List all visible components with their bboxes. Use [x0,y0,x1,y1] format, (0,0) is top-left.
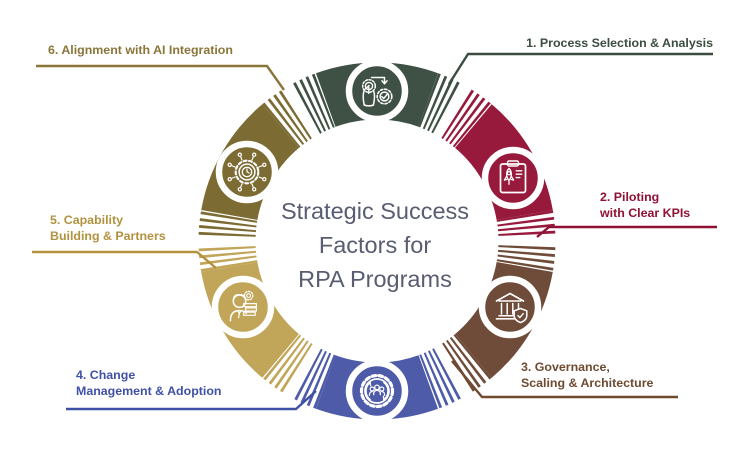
clipboard-rocket-icon [499,160,527,194]
factor-label-2: 2. Piloting with Clear KPIs [600,190,690,221]
title-line: RPA Programs [298,266,452,292]
segment-hatch-tip [440,333,492,393]
diagram-title: Strategic Success Factors for RPA Progra… [215,194,535,296]
person-skills-gear-icon [229,290,258,322]
segment-hatch-tip [262,89,314,149]
segment-hatch-tip [496,244,556,272]
segment-hatch-tip [262,333,314,393]
title-line: Factors for [318,232,432,258]
label-connector-line-1 [447,52,713,85]
factor-label-text: 2. Piloting [600,190,660,204]
segment-hatch-tip [417,73,461,134]
segment-hatch-tip [440,89,492,149]
factor-label-5: 5. Capability Building & Partners [50,213,166,244]
segment-hatch-tip [198,244,258,272]
bank-shield-check-icon [495,292,528,324]
ai-network-gear-clock-icon [227,152,267,192]
label-connector-line-4 [66,390,317,411]
factor-label-6: 6. Alignment with AI Integration [48,43,233,59]
segment-hatch-tip [496,210,556,238]
factor-label-text: 6. Alignment with AI Integration [48,43,233,57]
segment-hatch-tip [417,348,461,409]
factor-label-text: 1. Process Selection & Analysis [526,36,713,50]
factor-label-4: 4. Change Management & Adoption [76,368,221,399]
segment-hatch-tip [293,73,337,134]
segment-hatch-tip [293,348,337,409]
factor-label-text: 5. Capability [50,213,123,227]
factor-label-3: 3. Governance, Scaling & Architecture [521,360,653,391]
factor-label-text: Management & Adoption [76,383,222,398]
factor-label-text: with Clear KPIs [600,205,691,220]
factor-label-text: Scaling & Architecture [521,375,654,390]
label-connector-line-5 [32,250,217,269]
people-gear-cycle-icon [359,373,395,409]
factor-label-1: 1. Process Selection & Analysis [526,36,713,52]
title-line: Strategic Success [280,198,470,224]
label-connector-line-3 [451,360,678,399]
factor-label-text: 3. Governance, [521,360,610,374]
label-connector-line-6 [36,64,285,91]
segment-hatch-tip [198,210,258,238]
factor-label-text: Building & Partners [50,228,166,243]
factor-label-text: 4. Change [76,368,136,382]
label-connector-line-2 [536,225,717,238]
hand-selecting-gear-check-icon [361,76,393,107]
factor-1-badge-circle [345,59,409,123]
